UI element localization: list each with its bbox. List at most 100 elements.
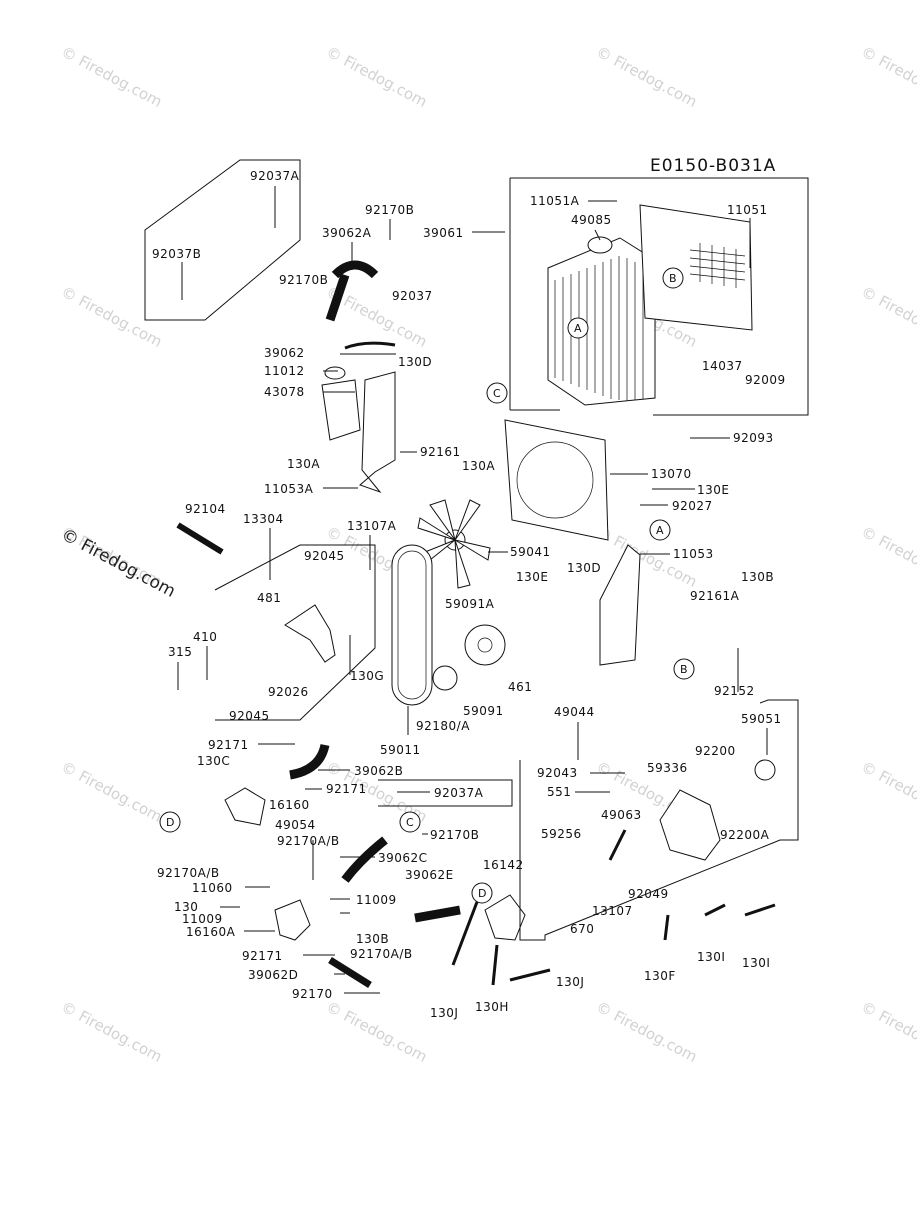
part-label: 92170 [292, 987, 333, 1001]
hose-39062A [331, 260, 379, 279]
callout-b-1: B [669, 272, 677, 285]
watermark-tile: © Firedog.com [593, 998, 700, 1066]
part-label: 92037A [434, 786, 484, 800]
part-label: 11060 [192, 881, 233, 895]
part-label: 130F [644, 969, 676, 983]
part-label: 39062A [322, 226, 372, 240]
watermark-tile: © Firedog.com [858, 43, 917, 111]
pump-group-box [519, 699, 799, 941]
watermark-tile: © Firedog.com [58, 998, 165, 1066]
hose-39062 [344, 341, 396, 350]
part-label: 14037 [702, 359, 743, 373]
fan-pulley [464, 624, 506, 666]
tension-arm [284, 604, 336, 663]
part-label: 13070 [651, 467, 692, 481]
part-label: 92170A/B [350, 947, 413, 961]
hose-39062D [328, 957, 372, 988]
part-label: 11053A [264, 482, 314, 496]
part-label: 11012 [264, 364, 305, 378]
part-label: 59011 [380, 743, 421, 757]
watermark-main: © Firedog.com [58, 525, 179, 602]
part-label: 130C [197, 754, 230, 768]
part-label: 130J [556, 975, 584, 989]
callouts: A B C A B D C D [159, 267, 695, 904]
callout-a-2: A [656, 524, 664, 537]
part-label: 59091 [463, 704, 504, 718]
hose-39062B [289, 743, 330, 780]
part-label: 130B [741, 570, 774, 584]
part-label: 43078 [264, 385, 305, 399]
part-label: 92037B [152, 247, 201, 261]
watermark-tile: © Firedog.com [58, 43, 165, 111]
part-label: 59051 [741, 712, 782, 726]
watermark-tile: © Firedog.com [858, 523, 917, 591]
assembly-lines [144, 159, 809, 988]
part-label: 92180/A [416, 719, 470, 733]
watermark-tile: © Firedog.com [858, 998, 917, 1066]
part-label: 49063 [601, 808, 642, 822]
part-label: 59041 [510, 545, 551, 559]
part-label: 59091A [445, 597, 495, 611]
thermostat-housing [224, 787, 266, 826]
part-label: 92049 [628, 887, 669, 901]
clamp-group-box [144, 159, 301, 321]
part-label: 92170B [430, 828, 479, 842]
part-label: 92009 [745, 373, 786, 387]
part-label: 92170A/B [157, 866, 220, 880]
thermostat-housing-16160A [274, 899, 311, 941]
part-label: 92170B [365, 203, 414, 217]
watermark-tile: © Firedog.com [58, 283, 165, 351]
part-label: 49044 [554, 705, 595, 719]
watermark-tile: © Firedog.com [323, 998, 430, 1066]
rod-92104 [176, 522, 224, 555]
part-label: 92200 [695, 744, 736, 758]
part-label: 92200A [720, 828, 770, 842]
leader-lines [177, 186, 768, 994]
callout-b-2: B [680, 663, 688, 676]
hose-39062E [414, 905, 461, 923]
part-label: 11053 [673, 547, 714, 561]
part-label: 49054 [275, 818, 316, 832]
callout-c-1: C [493, 387, 501, 400]
callout-a-1: A [574, 322, 582, 335]
callout-d-2: D [478, 887, 486, 900]
pump-cover-16142 [484, 894, 526, 941]
part-label: 92170B [279, 273, 328, 287]
part-label: 130J [430, 1006, 458, 1020]
part-label: 92161A [690, 589, 740, 603]
watermark-tile: © Firedog.com [858, 283, 917, 351]
part-label: 92093 [733, 431, 774, 445]
part-label: 92037A [250, 169, 300, 183]
part-label: 130 [174, 900, 198, 914]
part-label: 39062E [405, 868, 454, 882]
part-label: 92027 [672, 499, 713, 513]
part-label: 92152 [714, 684, 755, 698]
part-label: 130A [462, 459, 495, 473]
fan-shroud [504, 419, 609, 541]
watermark-tile: © Firedog.com [858, 758, 917, 826]
part-label: 11009 [356, 893, 397, 907]
part-label: 39062B [354, 764, 403, 778]
pump-pulley [754, 759, 776, 781]
part-label: 130I [742, 956, 770, 970]
radiator-group-box [510, 177, 809, 416]
callout-c-2: C [406, 816, 414, 829]
part-label: 59256 [541, 827, 582, 841]
radiator-screen [639, 204, 753, 331]
part-label: 670 [570, 922, 594, 936]
callout-d-1: D [166, 816, 174, 829]
part-label: 92045 [304, 549, 345, 563]
watermark-tile: © Firedog.com [593, 43, 700, 111]
part-label: 92037 [392, 289, 433, 303]
part-label: 11051 [727, 203, 768, 217]
part-label: 130D [398, 355, 432, 369]
part-label: 130I [697, 950, 725, 964]
watermark-tile: © Firedog.com [58, 758, 165, 826]
part-label: 130G [350, 669, 384, 683]
tank-cap [324, 366, 346, 380]
part-label: 39062D [248, 968, 298, 982]
part-label: 130D [567, 561, 601, 575]
part-label: 130H [475, 1000, 509, 1014]
part-label: 481 [257, 591, 281, 605]
